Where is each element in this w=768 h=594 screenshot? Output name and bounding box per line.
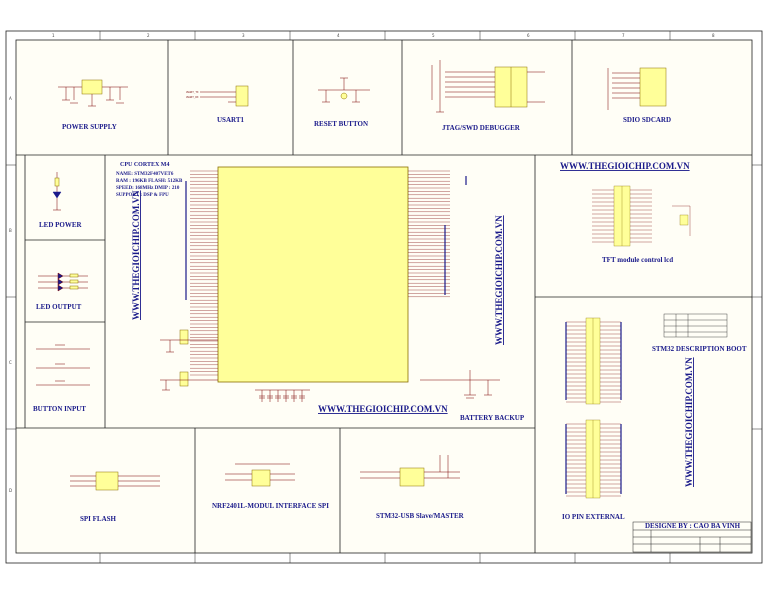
watermark-io: WWW.THEGIOICHIP.COM.VN (684, 357, 694, 487)
usb-circuit (360, 455, 460, 487)
battery-title: BATTERY BACKUP (460, 414, 525, 422)
jtag-title: JTAG/SWD DEBUGGER (442, 124, 521, 132)
frame-num: 4 (337, 33, 340, 38)
frame-letter: C (9, 360, 12, 365)
sdio-circuit (607, 67, 667, 110)
frame-num: 3 (242, 33, 245, 38)
decoupling-caps (255, 389, 310, 402)
tft-circuit (592, 185, 691, 247)
boot-title: STM32 DESCRIPTION BOOT (652, 345, 747, 353)
frame-num: 8 (712, 33, 715, 38)
title-block (632, 521, 752, 553)
nrf-title: NRF2401L-MODUL INTERFACE SPI (212, 502, 329, 510)
io-buses (565, 322, 622, 494)
frame-num: 1 (52, 33, 55, 38)
cpu-buses (185, 176, 467, 300)
cpu-info-line: SUPPORT : DSP & FPU (116, 193, 169, 198)
boot-table (663, 313, 728, 338)
led-output-circuit (38, 272, 88, 292)
tft-title: TFT module control lcd (602, 256, 673, 264)
svg-text:USART_TX: USART_TX (186, 90, 199, 94)
cpu-title: CPU CORTEX M4 (120, 162, 169, 168)
watermark-left: WWW.THEGIOICHIP.COM.VN (131, 190, 141, 320)
cpu-info: CPU CORTEX M4 NAME: STM32F407VET6 RAM : … (116, 162, 183, 198)
usb-title: STM32-USB Slave/MASTER (376, 512, 465, 520)
sdio-title: SDIO SDCARD (623, 116, 671, 124)
cpu-oscillator (160, 329, 218, 391)
cpu-info-line: SPEED: 168MHz DMIP : 210 (116, 186, 180, 191)
io-pin-title: IO PIN EXTERNAL (562, 513, 625, 521)
frame-letter: B (9, 228, 12, 233)
battery-circuit (420, 370, 500, 399)
io-headers (566, 317, 621, 499)
led-power-circuit (52, 172, 62, 211)
power-supply-circuit (58, 79, 128, 107)
spi-flash-circuit (70, 471, 160, 491)
watermark-right: WWW.THEGIOICHIP.COM.VN (494, 215, 504, 345)
frame-letter: D (9, 488, 12, 493)
watermark-bottom: WWW.THEGIOICHIP.COM.VN (318, 404, 448, 414)
button-input-title: BUTTON INPUT (33, 405, 86, 413)
frame-ticks (6, 31, 762, 563)
button-input-circuit (36, 344, 90, 386)
spi-flash-title: SPI FLASH (80, 515, 117, 523)
frame-num: 2 (147, 33, 150, 38)
usart1-circuit (200, 85, 249, 107)
frame-letter: A (9, 96, 12, 101)
section-dividers (16, 40, 752, 553)
reset-button-circuit (318, 77, 370, 103)
frame-num: 5 (432, 33, 435, 38)
cpu-pin-lines-right (408, 170, 450, 297)
designer-label: DESIGNE BY : CAO BA VINH (645, 522, 741, 530)
power-supply-title: POWER SUPPLY (62, 123, 117, 131)
led-power-title: LED POWER (39, 221, 83, 229)
led-output-title: LED OUTPUT (36, 303, 82, 311)
cpu-pin-lines-left (190, 170, 218, 376)
frame-num: 7 (622, 33, 625, 38)
usart1-title: USART1 (217, 116, 244, 124)
reset-button-title: RESET BUTTON (314, 120, 368, 128)
cpu-chip (217, 166, 409, 383)
cpu-info-line: NAME: STM32F407VET6 (116, 172, 174, 177)
watermark-tft: WWW.THEGIOICHIP.COM.VN (560, 161, 690, 171)
nrf-circuit (225, 463, 295, 487)
svg-text:USART_RX: USART_RX (186, 95, 199, 99)
frame-num: 6 (527, 33, 530, 38)
frame-numbers-top: 1 2 3 4 5 6 7 8 A B C D (9, 33, 715, 493)
jtag-circuit (431, 60, 545, 113)
usart1-pins: USART_TX USART_RX (186, 90, 199, 99)
cpu-info-line: RAM : 196KB FLASH: 512KB (116, 179, 183, 184)
